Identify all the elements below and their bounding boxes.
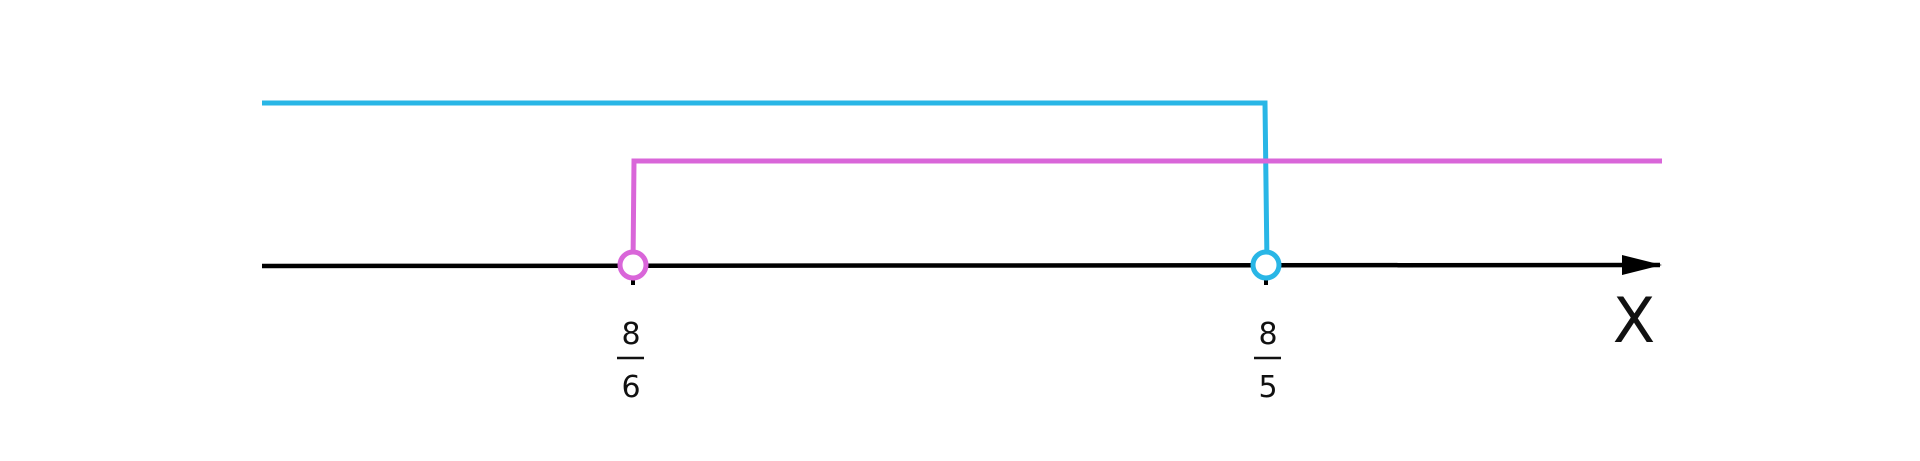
fraction-denominator: 6 xyxy=(621,370,640,405)
axis-label: X xyxy=(1613,284,1655,357)
fraction-numerator: 8 xyxy=(1258,317,1277,352)
fraction-numerator: 8 xyxy=(621,317,640,352)
open-point-8-5 xyxy=(1250,249,1282,281)
interval-bracket-right-of-8-6 xyxy=(630,158,1662,266)
open-point-8-6 xyxy=(617,249,649,281)
fraction-denominator: 5 xyxy=(1258,370,1277,405)
interval-bracket-left-of-8-5 xyxy=(262,100,1270,266)
number-line-axis xyxy=(261,255,1662,276)
